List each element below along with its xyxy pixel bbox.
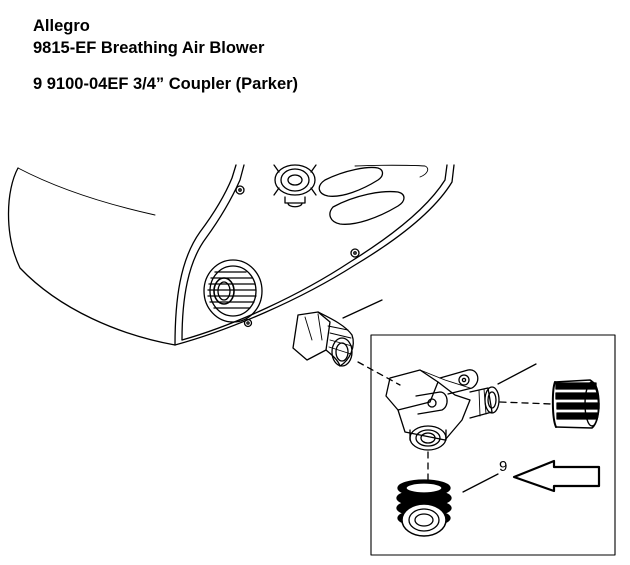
- callout-leader: [462, 473, 499, 493]
- blower-outlet-port: [203, 259, 263, 323]
- coupler-right: [551, 379, 600, 429]
- coupler-bottom: [396, 479, 452, 537]
- assembly-path: [357, 361, 401, 386]
- brand-title: Allegro: [33, 17, 90, 35]
- hex-adapter-fitting: [292, 311, 354, 367]
- dash-line-right: [499, 401, 553, 405]
- product-title: 9815-EF Breathing Air Blower: [33, 39, 265, 57]
- y-valve: [385, 369, 500, 451]
- knob: [273, 164, 317, 208]
- detail-box: [370, 334, 616, 556]
- blower-housing: [7, 164, 455, 346]
- parts-header: Allegro 9815-EF Breathing Air Blower 9 9…: [33, 15, 298, 95]
- pointer-arrow: [512, 459, 601, 493]
- callout-number: 9: [499, 458, 507, 475]
- leader-line-fitting: [342, 299, 383, 319]
- part-description: 9 9100-04EF 3/4” Coupler (Parker): [33, 75, 299, 93]
- leader-line-valve: [497, 363, 537, 385]
